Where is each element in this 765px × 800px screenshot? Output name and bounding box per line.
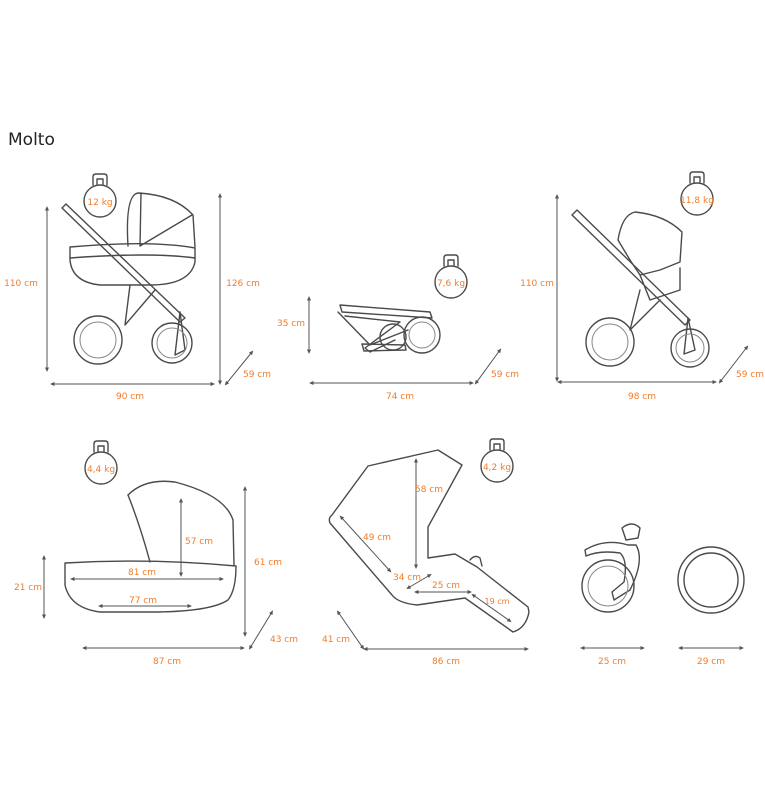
width-label: 59 cm bbox=[243, 370, 271, 380]
seat-width-label: 34 cm bbox=[393, 573, 421, 583]
inner-length-top-label: 81 cm bbox=[128, 568, 156, 578]
folded-stroller-drawing bbox=[337, 304, 441, 354]
total-height-label: 61 cm bbox=[254, 558, 282, 568]
front-wheel-label: 25 cm bbox=[598, 657, 626, 667]
page-title: Molto bbox=[8, 130, 55, 150]
back-length-label: 49 cm bbox=[363, 533, 391, 543]
length-label: 86 cm bbox=[432, 657, 460, 667]
carrycot-drawing bbox=[64, 480, 237, 613]
seat-unit-drawing bbox=[328, 449, 530, 633]
weight-icon bbox=[480, 438, 514, 483]
weight-icon bbox=[434, 254, 468, 299]
width-label: 43 cm bbox=[270, 635, 298, 645]
stroller-drawing bbox=[571, 209, 710, 368]
length-label: 87 cm bbox=[153, 657, 181, 667]
total-height-label: 126 cm bbox=[226, 279, 260, 289]
weight-icon bbox=[83, 173, 117, 218]
carrycot-panel: 4,4 kg 21 cm 61 cm 57 cm 81 cm 77 cm 87 … bbox=[14, 440, 298, 667]
seat-unit-panel: 4,2 kg 58 cm 49 cm 34 cm 25 cm 19 cm 41 … bbox=[322, 438, 530, 667]
height-label: 110 cm bbox=[520, 279, 554, 289]
width-label: 59 cm bbox=[491, 370, 519, 380]
rear-wheel-drawing bbox=[677, 546, 745, 614]
front-wheel-drawing bbox=[581, 523, 641, 613]
height-label: 35 cm bbox=[277, 319, 305, 329]
back-height-label: 58 cm bbox=[415, 485, 443, 495]
width-label: 59 cm bbox=[736, 370, 764, 380]
width-label: 41 cm bbox=[322, 635, 350, 645]
wheels-panel: 25 cm 29 cm bbox=[580, 523, 745, 667]
length-label: 98 cm bbox=[628, 392, 656, 402]
weight-label: 7,6 kg bbox=[437, 279, 465, 289]
weight-label: 11,8 kg bbox=[680, 196, 714, 206]
leg-rest-label: 19 cm bbox=[485, 597, 510, 606]
folded-panel: 7,6 kg 35 cm 74 cm 59 cm bbox=[277, 254, 519, 402]
length-label: 74 cm bbox=[386, 392, 414, 402]
inner-height-label: 57 cm bbox=[185, 537, 213, 547]
inner-length-bottom-label: 77 cm bbox=[129, 596, 157, 606]
side-height-label: 21 cm bbox=[14, 583, 42, 593]
weight-icon bbox=[680, 171, 714, 216]
front-wheel bbox=[151, 322, 193, 364]
weight-label: 4,2 kg bbox=[483, 463, 511, 473]
stroller-seat-panel: 11,8 kg 110 cm 98 cm 59 cm bbox=[520, 171, 764, 402]
weight-label: 4,4 kg bbox=[87, 465, 115, 475]
rear-wheel-label: 29 cm bbox=[697, 657, 725, 667]
handle-height-label: 110 cm bbox=[4, 279, 38, 289]
length-label: 90 cm bbox=[116, 392, 144, 402]
rear-wheel bbox=[73, 315, 123, 365]
weight-icon bbox=[84, 440, 118, 485]
stroller-drawing bbox=[61, 192, 196, 365]
seat-depth-label: 25 cm bbox=[432, 581, 460, 591]
stroller-carrycot-panel: 12 kg 110 cm 126 cm 90 cm 59 cm bbox=[4, 173, 271, 402]
weight-label: 12 kg bbox=[87, 198, 112, 208]
